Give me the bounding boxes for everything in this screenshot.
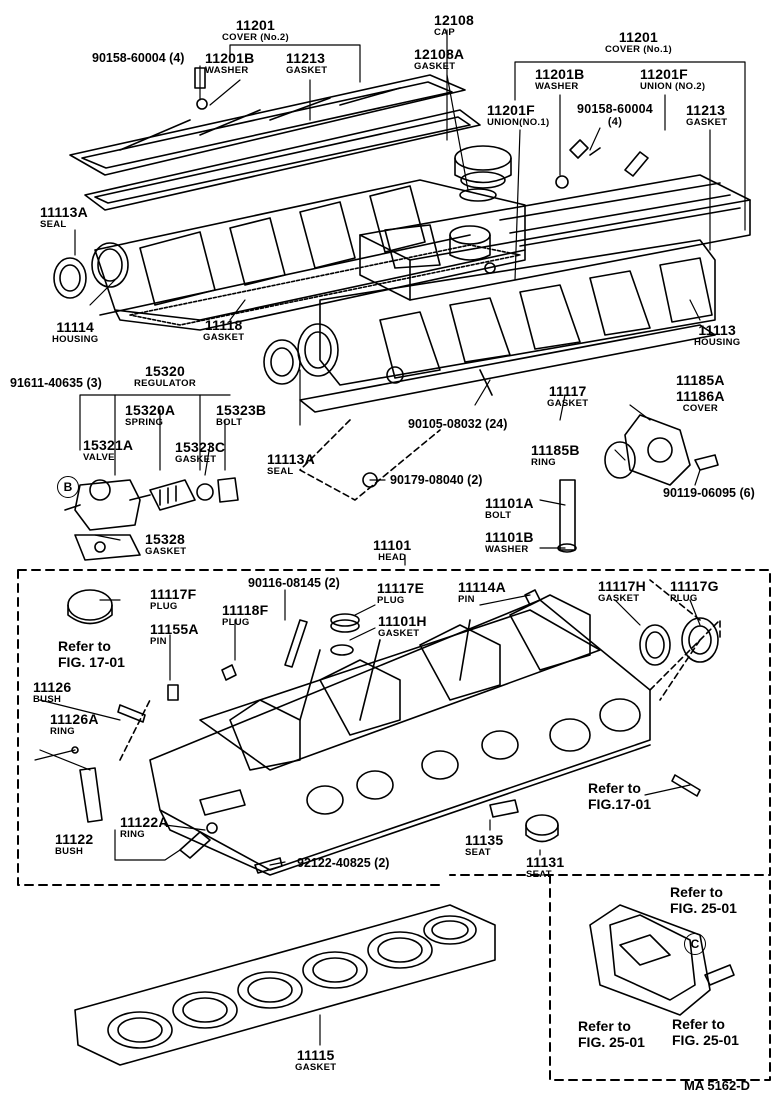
housing-right-drawing — [263, 239, 716, 501]
callout-c: C — [684, 933, 706, 955]
cylinder-head-drawing — [119, 579, 721, 876]
regulator-drawing — [64, 477, 239, 561]
rear-cover-box — [549, 874, 771, 1081]
leader-lines — [34, 29, 746, 1046]
housing-left-drawing — [53, 179, 526, 331]
cover-no2-drawing — [69, 67, 481, 211]
callout-b: B — [57, 476, 79, 498]
label-90158-right: 90158-60004(4) — [577, 102, 653, 128]
head-group-box — [17, 569, 771, 886]
label-11185A: 11185A — [676, 372, 725, 388]
drawing-code: MA 5162-D — [684, 1078, 750, 1093]
label-91611: 91611-40635 (3) — [10, 376, 102, 390]
oil-cap-drawing — [454, 145, 512, 202]
head-small-parts — [67, 589, 719, 874]
bearing-cover-drawing — [557, 414, 719, 553]
label-90119: 90119-06095 (6) — [663, 486, 755, 500]
label-90179: 90179-08040 (2) — [390, 473, 483, 487]
rear-cover-drawing — [589, 904, 735, 1016]
label-90158-left: 90158-60004 (4) — [92, 51, 185, 65]
label-90116: 90116-08145 (2) — [248, 576, 340, 590]
head-gasket-drawing — [74, 904, 496, 1066]
label-90105: 90105-08032 (24) — [408, 417, 508, 431]
cover-no1-drawing — [359, 139, 751, 301]
label-92122: 92122-40825 (2) — [297, 856, 390, 870]
